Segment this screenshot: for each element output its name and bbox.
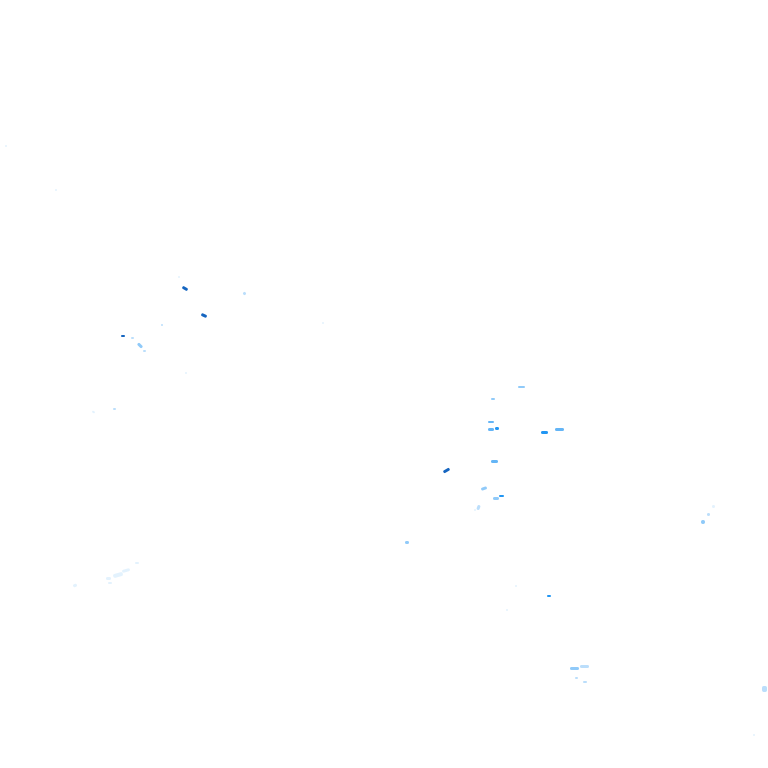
rain-echo xyxy=(136,342,144,349)
rain-echo xyxy=(575,677,578,679)
rain-echo xyxy=(242,291,247,296)
rain-echo xyxy=(405,541,409,544)
rain-echo xyxy=(541,431,548,434)
rain-echo xyxy=(491,460,498,463)
rain-echo xyxy=(91,410,96,414)
rain-echo xyxy=(480,486,488,491)
rain-echo xyxy=(570,667,579,670)
rain-echo xyxy=(493,497,499,500)
rain-echo xyxy=(753,734,755,736)
rain-echo xyxy=(518,386,525,388)
rain-echo xyxy=(474,509,476,511)
rain-echo xyxy=(131,337,134,339)
rain-echo xyxy=(476,504,481,511)
rain-echo xyxy=(442,467,451,474)
rain-echo xyxy=(488,428,494,431)
rain-echo xyxy=(108,582,112,584)
rain-echo xyxy=(491,398,495,400)
rain-echo xyxy=(707,513,710,516)
rain-echo xyxy=(106,577,111,580)
rain-echo xyxy=(547,595,551,597)
rain-echo xyxy=(143,350,146,352)
rain-echo xyxy=(488,421,494,423)
rain-echo xyxy=(55,189,57,191)
rain-echo xyxy=(701,520,705,524)
rain-echo xyxy=(121,335,125,337)
rain-echo xyxy=(712,505,715,508)
rain-echo xyxy=(5,145,7,147)
rain-echo xyxy=(185,372,187,374)
rain-echo xyxy=(499,495,504,497)
rain-echo xyxy=(161,324,163,326)
rain-echo xyxy=(762,686,767,692)
rain-echo xyxy=(112,571,124,579)
rain-echo xyxy=(121,568,131,573)
rain-echo xyxy=(72,583,78,588)
rain-echo xyxy=(200,312,208,319)
rain-echo xyxy=(322,322,324,324)
rain-echo xyxy=(555,428,564,431)
rain-echo xyxy=(506,609,508,611)
rain-echo xyxy=(495,427,499,430)
rain-echo xyxy=(178,276,180,278)
rain-echo xyxy=(113,408,116,410)
rain-echo xyxy=(580,665,589,668)
rain-echo xyxy=(181,285,189,292)
rain-echo xyxy=(583,681,587,683)
rain-echo xyxy=(135,562,139,564)
rain-echo xyxy=(515,585,517,587)
